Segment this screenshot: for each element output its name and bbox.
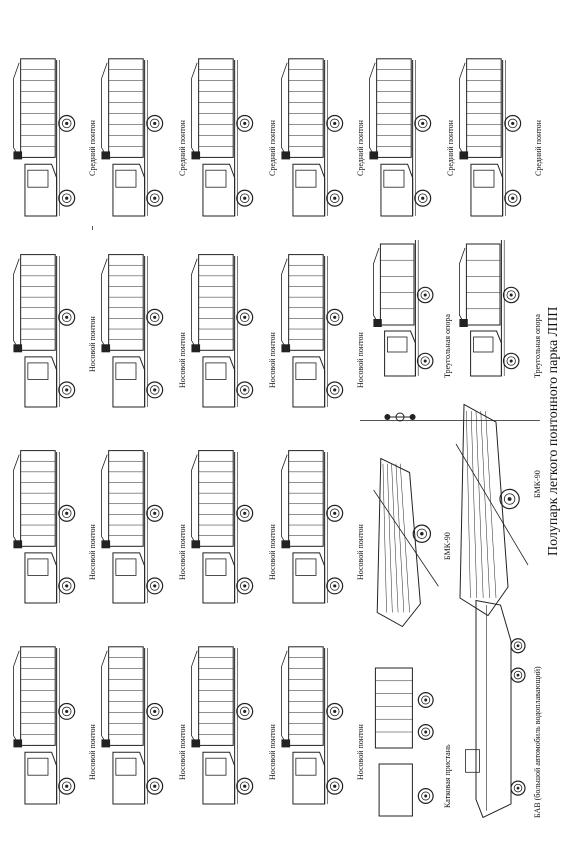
caption-bow-pontoon: Носовой понтон	[268, 332, 277, 388]
truck-middle-pontoon	[100, 52, 172, 222]
divider-line	[360, 420, 540, 421]
caption-bow-pontoon: Носовой понтон	[88, 316, 97, 372]
caption-bow-pontoon: Носовой понтон	[88, 524, 97, 580]
truck-drawing	[191, 450, 254, 604]
truck-drawing	[191, 58, 254, 217]
truck-drawing	[191, 254, 254, 408]
caption-bow-pontoon: Носовой понтон	[88, 724, 97, 780]
truck-drawing	[101, 254, 164, 408]
truck-bow-pontoon	[280, 444, 352, 609]
bmk90-boat	[370, 455, 442, 630]
caption-bav: БАВ (большой автомобиль водоплавающий)	[533, 666, 542, 818]
truck-middle-pontoon	[12, 52, 84, 222]
truck-drawing	[459, 240, 520, 377]
truck-drawing	[281, 254, 344, 408]
caption-middle-pontoon: Средний понтон	[356, 120, 365, 176]
bav-amphibious-vehicle	[462, 596, 532, 822]
truck-drawing	[101, 450, 164, 604]
caption-middle-pontoon: Средний понтон	[88, 120, 97, 176]
sheet-title: Полупарк легкого понтонного парка ЛПП	[546, 306, 561, 556]
truck-triangular-support	[372, 232, 442, 382]
caption-middle-pontoon: Средний понтон	[178, 120, 187, 176]
truck-drawing	[13, 254, 76, 408]
caption-bow-pontoon: Носовой понтон	[356, 332, 365, 388]
truck-bow-pontoon	[100, 444, 172, 609]
truck-drawing	[13, 646, 76, 805]
truck-bow-pontoon	[280, 640, 352, 810]
caption-triangular-support: Треугольная опора	[443, 314, 452, 378]
truck-drawing	[101, 58, 164, 217]
truck-bow-pontoon	[100, 640, 172, 810]
divider-line	[92, 226, 93, 230]
caption-middle-pontoon: Средний понтон	[534, 120, 543, 176]
caption-bow-pontoon: Носовой понтон	[356, 524, 365, 580]
truck-bow-pontoon	[12, 640, 84, 810]
truck-drawing	[281, 450, 344, 604]
small-figure-icon	[382, 402, 418, 432]
caption-bow-pontoon: Носовой понтон	[268, 724, 277, 780]
bmk90-boat-large	[452, 400, 532, 620]
caption-bow-pontoon: Носовой понтон	[178, 332, 187, 388]
truck-drawing	[101, 646, 164, 805]
caption-bmk90: БМК-90	[533, 470, 542, 498]
truck-middle-pontoon	[190, 52, 262, 222]
caption-triangular-support: Треугольная опора	[533, 314, 542, 378]
truck-middle-pontoon	[368, 52, 440, 222]
truck-drawing	[281, 646, 344, 805]
caption-bow-pontoon: Носовой понтон	[356, 724, 365, 780]
truck-bow-pontoon	[190, 248, 262, 413]
caption-bow-pontoon: Носовой понтон	[178, 524, 187, 580]
truck-roller-dock	[368, 660, 442, 820]
truck-bow-pontoon	[100, 248, 172, 413]
caption-bow-pontoon: Носовой понтон	[178, 724, 187, 780]
truck-drawing	[281, 58, 344, 217]
caption-roller-dock: Катковая пристань	[443, 744, 452, 808]
truck-bow-pontoon	[12, 444, 84, 609]
caption-middle-pontoon: Средний понтон	[446, 120, 455, 176]
truck-middle-pontoon	[458, 52, 530, 222]
caption-bow-pontoon: Носовой понтон	[268, 524, 277, 580]
truck-bow-pontoon	[280, 248, 352, 413]
truck-drawing	[191, 646, 254, 805]
truck-bow-pontoon	[190, 444, 262, 609]
truck-drawing	[373, 240, 434, 377]
truck-triangular-support	[458, 232, 528, 382]
truck-bow-pontoon	[12, 248, 84, 413]
truck-drawing	[13, 450, 76, 604]
truck-drawing	[13, 58, 76, 217]
truck-middle-pontoon	[280, 52, 352, 222]
caption-bmk90: БМК-90	[443, 532, 452, 560]
truck-bow-pontoon	[190, 640, 262, 810]
caption-middle-pontoon: Средний понтон	[268, 120, 277, 176]
truck-drawing	[459, 58, 522, 217]
truck-drawing	[369, 58, 432, 217]
